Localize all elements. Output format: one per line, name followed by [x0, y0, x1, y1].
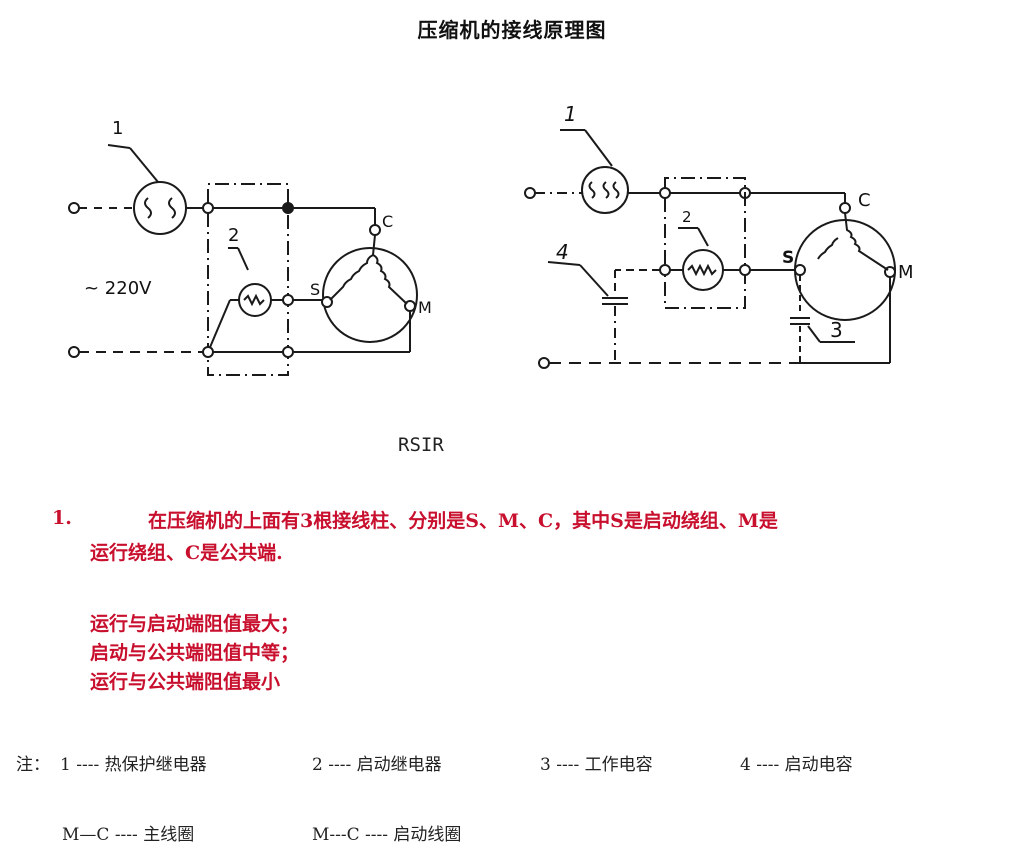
left-wiring-diagram: 1 2 ~ 220V C S M	[60, 100, 440, 390]
terminal-s-label: S	[310, 280, 321, 299]
note-item: 1 ---- 热保护继电器	[60, 755, 207, 775]
terminal-c-label: C	[382, 212, 394, 231]
terminal-c-label: C	[858, 190, 871, 211]
resistance-item: 运行与公共端阻值最小	[90, 671, 281, 693]
diagram-caption: RSIR	[398, 434, 444, 456]
note-item: 4 ---- 启动电容	[740, 755, 853, 775]
resistance-item: 启动与公共端阻值中等；	[90, 642, 300, 664]
terminal-s-label: S	[782, 248, 795, 268]
paragraph-number: 1.	[52, 507, 72, 529]
note-item: 3 ---- 工作电容	[540, 755, 653, 775]
cap3-label: 3	[830, 318, 843, 342]
terminal-m-label: M	[898, 262, 914, 283]
paragraph-line-1: 在压缩机的上面有3根接线柱、分别是S、M、C，其中S是启动绕组、M是	[148, 510, 778, 532]
notes-prefix: 注：	[16, 755, 50, 775]
cap4-label: 4	[556, 240, 569, 264]
coil-item: M—C ---- 主线圈	[62, 825, 195, 845]
resistance-item: 运行与启动端阻值最大；	[90, 613, 300, 635]
relay1-label: 1	[112, 118, 124, 139]
relay2-label: 2	[682, 208, 692, 226]
page-title: 压缩机的接线原理图	[417, 18, 607, 42]
resistance-list: 运行与启动端阻值最大； 启动与公共端阻值中等； 运行与公共端阻值最小	[90, 610, 299, 697]
voltage-label: ~ 220V	[84, 278, 152, 299]
relay1-label: 1	[564, 102, 577, 126]
right-wiring-diagram: 1 2 4 3 C S M	[520, 90, 930, 380]
relay2-label: 2	[228, 225, 240, 246]
terminal-m-label: M	[418, 298, 432, 317]
notes-row: 注：	[16, 750, 50, 775]
coil-item: M---C ---- 启动线圈	[312, 825, 462, 845]
paragraph-line-2: 运行绕组、C是公共端.	[90, 542, 283, 564]
note-item: 2 ---- 启动继电器	[312, 755, 442, 775]
